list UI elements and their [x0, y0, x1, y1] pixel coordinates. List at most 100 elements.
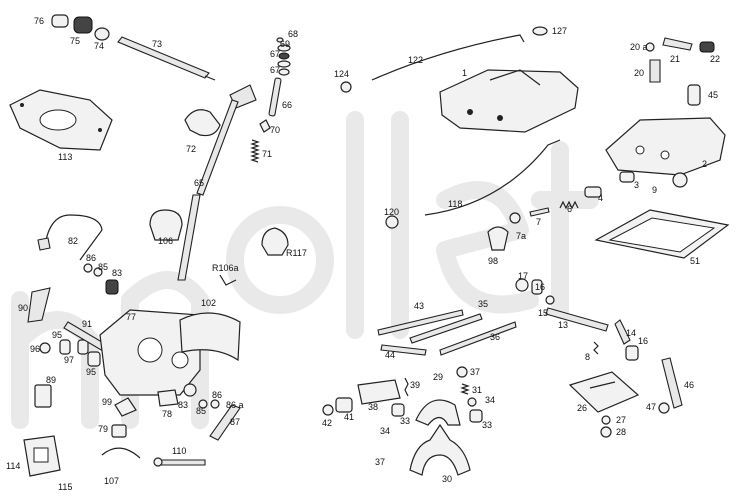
part-82-shift-lever [37, 214, 103, 261]
label-16-b: 16 [638, 336, 648, 346]
label-107: 107 [104, 476, 119, 486]
label-41: 41 [344, 412, 354, 422]
part-87-lever [209, 404, 241, 441]
label-7a: 7a [516, 231, 526, 241]
label-67-a: 67 [270, 49, 280, 59]
label-4: 4 [598, 193, 603, 203]
label-124: 124 [334, 69, 349, 79]
label-7: 7 [536, 217, 541, 227]
part-8-spring [593, 341, 599, 355]
label-R106a: R106a [212, 263, 239, 273]
label-89: 89 [46, 375, 56, 385]
label-9: 9 [652, 185, 657, 195]
part-124-bush [340, 81, 352, 93]
label-28: 28 [616, 427, 626, 437]
label-2: 2 [702, 159, 707, 169]
part-127-washer [532, 26, 548, 36]
label-113: 113 [58, 152, 72, 162]
label-8: 8 [585, 352, 590, 362]
label-85-b: 85 [196, 406, 206, 416]
label-13: 13 [558, 320, 568, 330]
part-120-eye [385, 215, 399, 229]
label-17: 17 [518, 271, 528, 281]
part-1-cover [439, 69, 579, 133]
label-33-a: 33 [400, 416, 410, 426]
label-34-b: 34 [485, 395, 495, 405]
part-2-housing [605, 117, 726, 176]
label-42: 42 [322, 418, 332, 428]
part-65-lever [177, 84, 257, 281]
label-106: 106 [158, 236, 173, 246]
label-85-a: 85 [98, 262, 108, 272]
label-91: 91 [82, 319, 92, 329]
label-97: 97 [64, 355, 74, 365]
label-73: 73 [152, 39, 162, 49]
part-106-boot [149, 209, 183, 241]
label-35: 35 [478, 299, 488, 309]
label-70: 70 [270, 125, 280, 135]
part-42-41-rollers [322, 397, 353, 416]
label-87: 87 [230, 417, 240, 427]
part-36-rail [439, 321, 517, 356]
part-66-pin [268, 77, 282, 117]
part-R106a-clip [219, 274, 237, 286]
label-39: 39 [410, 380, 420, 390]
part-74-cap [94, 27, 110, 41]
part-99-block [114, 397, 137, 417]
part-45-plug [687, 84, 701, 106]
part-96-97-95-rollers [39, 339, 101, 367]
label-71: 71 [262, 149, 272, 159]
label-15: 15 [538, 308, 548, 318]
label-86-b: 86 [212, 390, 222, 400]
label-14: 14 [626, 328, 636, 338]
label-33-b: 33 [482, 420, 492, 430]
label-3: 3 [634, 180, 639, 190]
part-76-bushing [51, 14, 69, 28]
part-44-pin [380, 344, 427, 356]
label-29: 29 [433, 372, 443, 382]
label-86-a: 86 [86, 253, 96, 263]
part-33-34-bushes [391, 397, 483, 423]
label-43: 43 [414, 301, 424, 311]
label-74: 74 [94, 41, 104, 51]
part-35-rail [409, 313, 483, 344]
part-20-21-22-group [645, 37, 715, 83]
label-26: 26 [577, 403, 587, 413]
part-77-housing [99, 309, 201, 396]
label-77: 77 [126, 312, 136, 322]
part-71-spring [250, 139, 260, 163]
label-21: 21 [670, 54, 680, 64]
label-5: 45 [708, 90, 718, 100]
part-43-rail [377, 309, 464, 336]
part-118-cable [424, 139, 561, 216]
label-66: 66 [282, 100, 292, 110]
part-70-nut [259, 119, 271, 133]
label-20: 20 [634, 68, 644, 78]
label-122: 122 [408, 55, 423, 65]
label-36: 36 [490, 332, 500, 342]
label-86a: 86 a [226, 400, 244, 410]
part-27-28-nuts [600, 415, 612, 438]
part-29-fork [415, 399, 461, 426]
label-67-b: 67 [270, 65, 280, 75]
label-38: 38 [368, 402, 378, 412]
label-6: 6 [567, 204, 572, 214]
part-17-16-15-group [515, 278, 555, 305]
callout-labels: 1 2 3 4 45 6 7 7a 8 9 13 14 15 16 16 17 … [6, 16, 720, 492]
label-31: 31 [472, 385, 482, 395]
label-16-a: 16 [535, 282, 545, 292]
label-95-a: 95 [52, 330, 62, 340]
label-1: 1 [462, 68, 467, 78]
label-99: 99 [102, 397, 112, 407]
part-114-115-plates [23, 435, 61, 477]
label-20a: 20 a [630, 42, 648, 52]
part-67-69-washers [276, 37, 291, 76]
label-120: 120 [384, 207, 399, 217]
label-30: 30 [442, 474, 452, 484]
label-46: 46 [684, 380, 694, 390]
label-22: 22 [710, 54, 720, 64]
label-110: 110 [172, 446, 186, 456]
label-44: 44 [385, 350, 395, 360]
label-75: 75 [70, 36, 80, 46]
